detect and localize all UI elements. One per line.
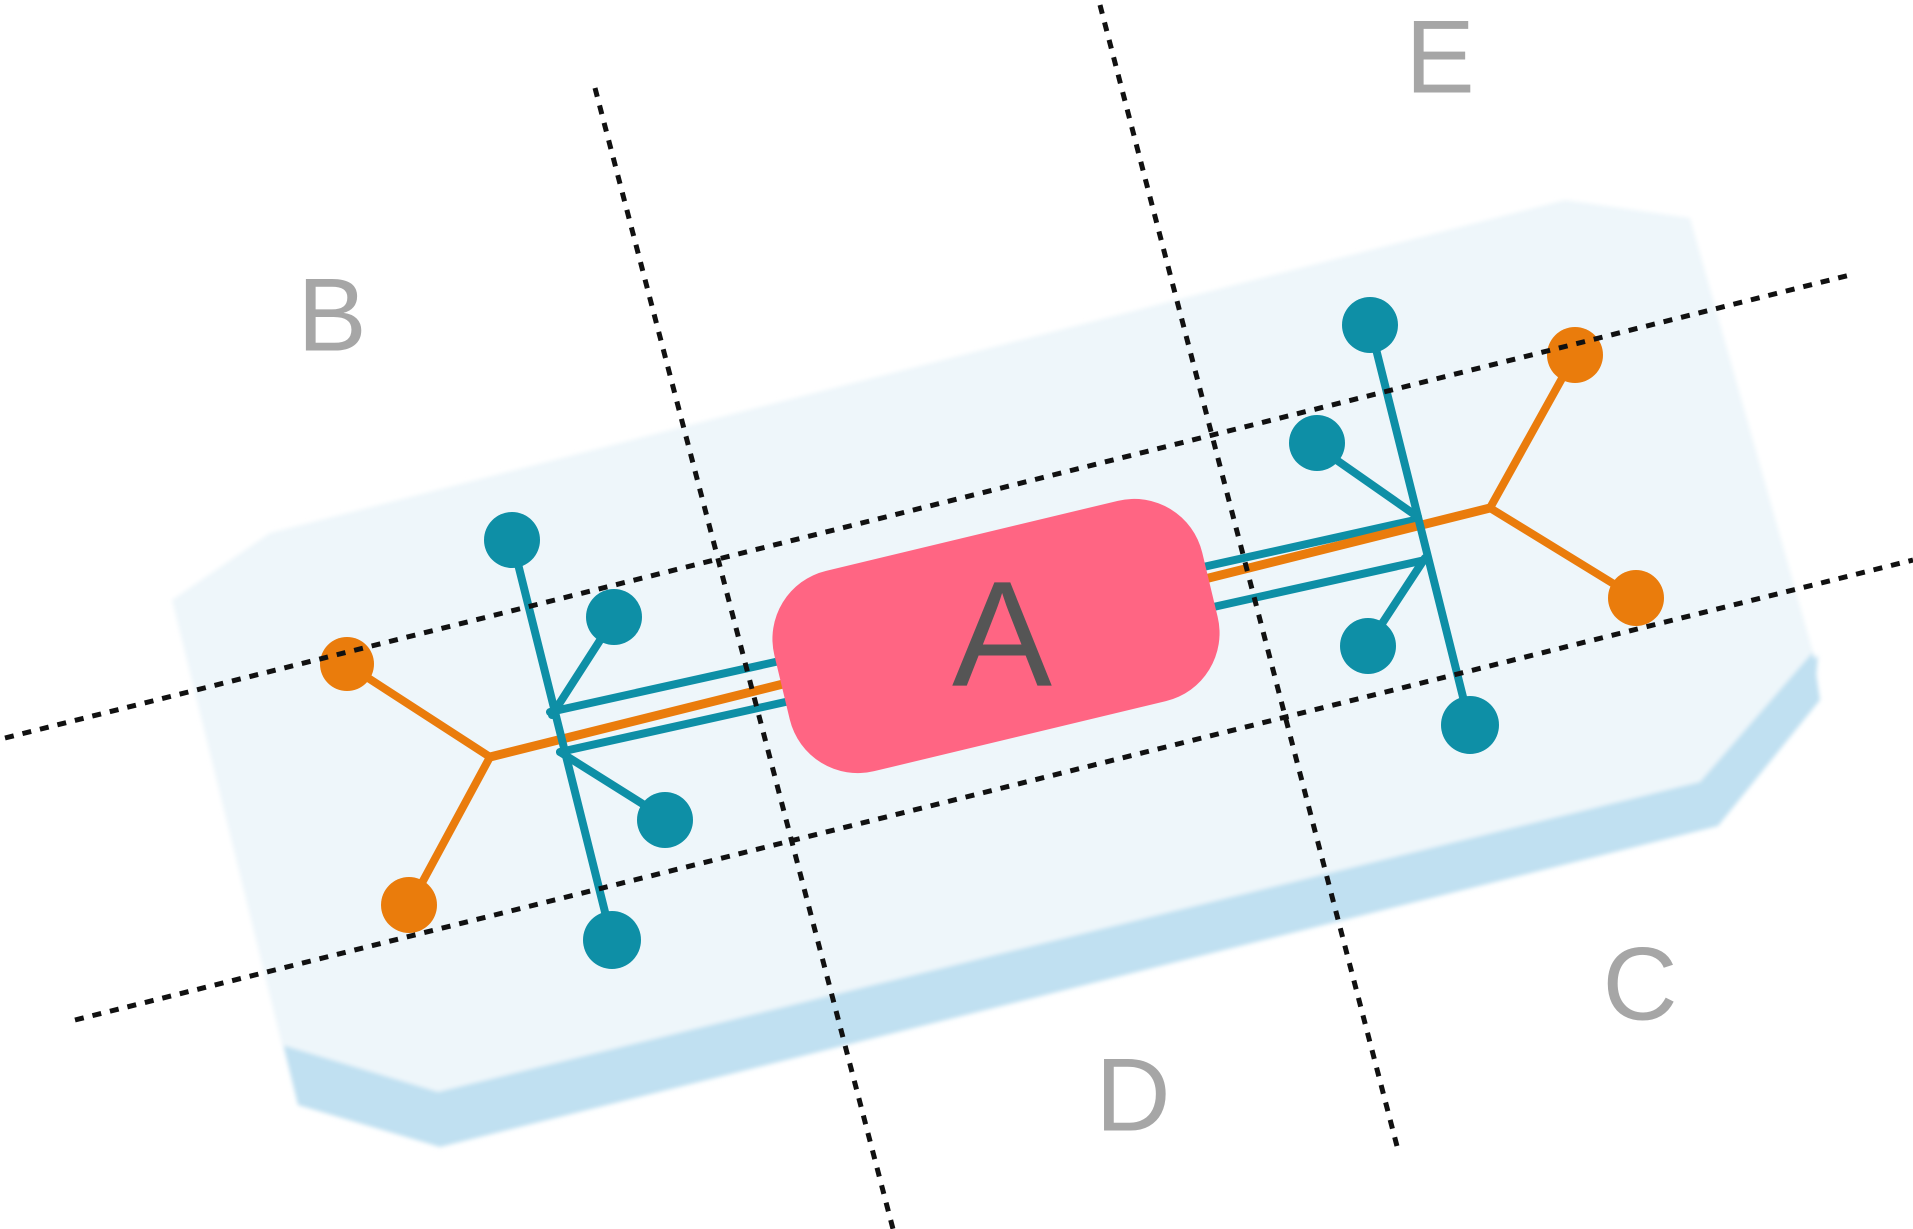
region-labels: B C D E xyxy=(297,0,1677,1153)
region-label-e: E xyxy=(1405,0,1474,115)
orange-branch-right-upper xyxy=(1486,351,1579,512)
blue-port-left-inner-upper xyxy=(586,589,642,645)
center-label: A xyxy=(952,550,1052,718)
orange-port-right-lower xyxy=(1608,570,1664,626)
region-label-b: B xyxy=(297,257,366,373)
chip-side-face-bottom xyxy=(282,790,1719,1147)
blue-port-right-inner-lower xyxy=(1340,618,1396,674)
orange-branch-left-lower xyxy=(406,753,494,909)
blue-port-left-bottom xyxy=(583,911,641,969)
orange-port-left-lower xyxy=(381,877,437,933)
orange-port-left-upper xyxy=(320,637,374,691)
region-label-c: C xyxy=(1602,926,1677,1042)
blue-port-left-top xyxy=(484,512,540,568)
region-label-d: D xyxy=(1095,1037,1170,1153)
orange-branch-left-upper xyxy=(344,661,494,761)
blue-port-right-top xyxy=(1342,297,1398,353)
orange-branch-right-lower xyxy=(1486,504,1639,601)
orange-port-right-upper xyxy=(1547,327,1603,383)
blue-port-left-inner-lower xyxy=(637,792,693,848)
ports xyxy=(320,297,1664,969)
cut-lines xyxy=(4,4,1913,1229)
blue-trunk-left xyxy=(508,536,616,944)
cut-line-upper-horizontal xyxy=(4,272,1851,741)
blue-port-right-inner-upper xyxy=(1289,415,1345,471)
center-region: A xyxy=(772,498,1220,774)
center-region-box xyxy=(772,498,1220,774)
blue-port-right-bottom xyxy=(1441,696,1499,754)
chip-side-face-right xyxy=(1700,652,1820,826)
